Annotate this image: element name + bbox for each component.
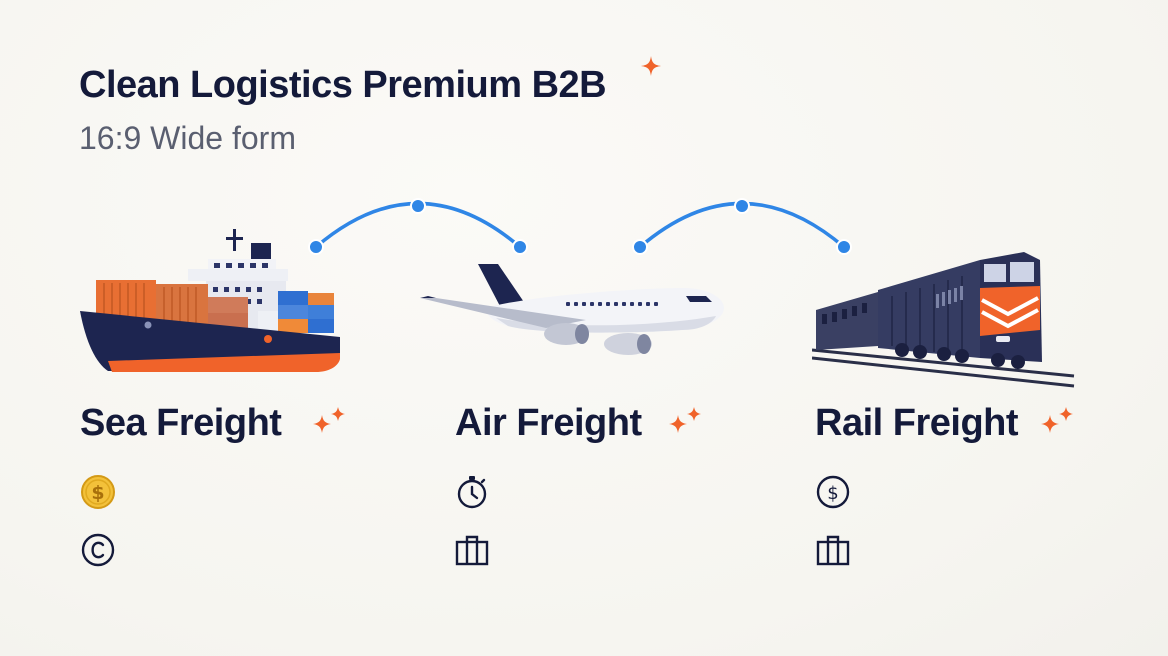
dollar-circle-icon: $	[816, 475, 850, 509]
sea-freight-heading: Sea Freight	[80, 402, 282, 444]
sparkle-icon	[313, 407, 345, 433]
copyright-icon	[81, 533, 115, 567]
svg-text:$: $	[827, 483, 838, 504]
air-freight-heading: Air Freight	[455, 402, 642, 444]
page-subtitle: 16:9 Wide form	[79, 120, 296, 156]
locomotive-icon	[812, 252, 1075, 388]
sparkle-icon	[641, 56, 661, 76]
stopwatch-icon	[457, 476, 487, 509]
sea-to-air-connector	[308, 198, 528, 255]
air-to-rail-connector	[632, 198, 852, 255]
page-title: Clean Logistics Premium B2B	[79, 64, 607, 106]
briefcase-icon	[455, 535, 489, 566]
briefcase-icon	[816, 535, 850, 566]
sparkle-icon	[669, 407, 701, 433]
svg-text:$: $	[91, 482, 104, 504]
dollar-coin-icon: $	[81, 475, 115, 509]
sparkle-icon	[1041, 407, 1073, 433]
container-ship-icon	[80, 229, 340, 372]
rail-freight-heading: Rail Freight	[815, 402, 1019, 444]
route-connectors	[308, 198, 852, 255]
airplane-icon	[420, 264, 724, 355]
